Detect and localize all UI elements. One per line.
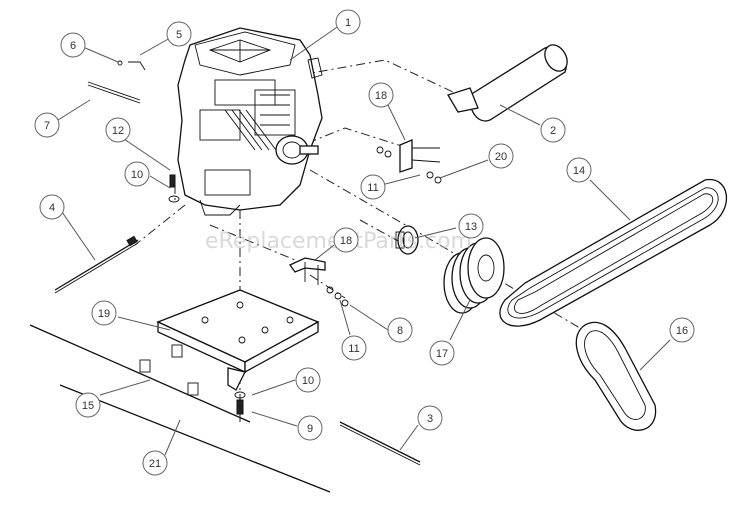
- callout-1: 1: [335, 9, 361, 35]
- bracket-upper-drawing: [376, 139, 442, 184]
- callout-14: 14: [566, 157, 592, 183]
- callout-label: 15: [82, 400, 94, 412]
- callout-9: 9: [297, 415, 323, 441]
- callout-21: 21: [142, 450, 168, 476]
- callout-label: 1: [345, 17, 351, 29]
- callout-label: 18: [375, 90, 387, 102]
- callout-8: 8: [387, 317, 413, 343]
- hub-drawing: [395, 225, 419, 255]
- callout-label: 20: [495, 151, 507, 163]
- callout-16: 16: [669, 317, 695, 343]
- callout-5: 5: [166, 21, 192, 47]
- callout-label: 2: [550, 125, 556, 137]
- callout-7: 7: [34, 112, 60, 138]
- callout-label: 14: [573, 165, 585, 177]
- leader-lines: [57, 24, 671, 456]
- cable-7-drawing: [87, 81, 141, 104]
- callout-label: 11: [367, 182, 378, 194]
- callout-label: 4: [49, 202, 55, 214]
- callout-label: 21: [149, 458, 161, 470]
- hardware-drawing: [117, 60, 349, 415]
- callout-label: 11: [348, 343, 359, 355]
- callout-12: 12: [105, 117, 131, 143]
- callout-label: 3: [427, 413, 433, 425]
- callout-18-upper: 18: [368, 82, 394, 108]
- belt-small-drawing: [575, 321, 657, 431]
- callout-2: 2: [540, 117, 566, 143]
- callout-label: 5: [176, 29, 182, 41]
- callout-17: 17: [429, 340, 455, 366]
- engine-drawing: [177, 27, 323, 216]
- callout-label: 18: [340, 235, 352, 247]
- callout-11-upper: 11: [360, 174, 386, 200]
- muffler-drawing: [447, 44, 568, 122]
- callout-19: 19: [91, 300, 117, 326]
- callout-3: 3: [417, 405, 443, 431]
- callout-label: 19: [98, 308, 110, 320]
- rod-4-drawing: [54, 235, 139, 294]
- callout-label: 10: [131, 169, 143, 181]
- callout-18-lower: 18: [333, 227, 359, 253]
- callout-label: 8: [397, 325, 403, 337]
- pulley-drawing: [443, 237, 505, 314]
- bracket-lower-drawing: [289, 257, 342, 300]
- callout-11-lower: 11: [341, 335, 367, 361]
- callout-label: 6: [70, 40, 76, 52]
- callout-10-lower: 10: [295, 367, 321, 393]
- callout-6: 6: [60, 32, 86, 58]
- rod-21-drawing: [59, 384, 331, 493]
- callout-10-upper: 10: [124, 161, 150, 187]
- callout-13: 13: [458, 213, 484, 239]
- callout-label: 9: [307, 423, 313, 435]
- callout-label: 13: [465, 221, 477, 233]
- rod-15-drawing: [29, 324, 251, 423]
- callout-label: 7: [44, 120, 50, 132]
- belt-large-drawing: [499, 178, 727, 327]
- callout-20: 20: [488, 143, 514, 169]
- callout-label: 17: [436, 348, 448, 360]
- callout-4: 4: [39, 194, 65, 220]
- callout-label: 16: [676, 325, 688, 337]
- callout-15: 15: [75, 392, 101, 418]
- callout-label: 12: [112, 125, 124, 137]
- callout-label: 10: [302, 375, 314, 387]
- mount-plate-drawing: [139, 289, 320, 396]
- rod-3-drawing: [339, 421, 421, 466]
